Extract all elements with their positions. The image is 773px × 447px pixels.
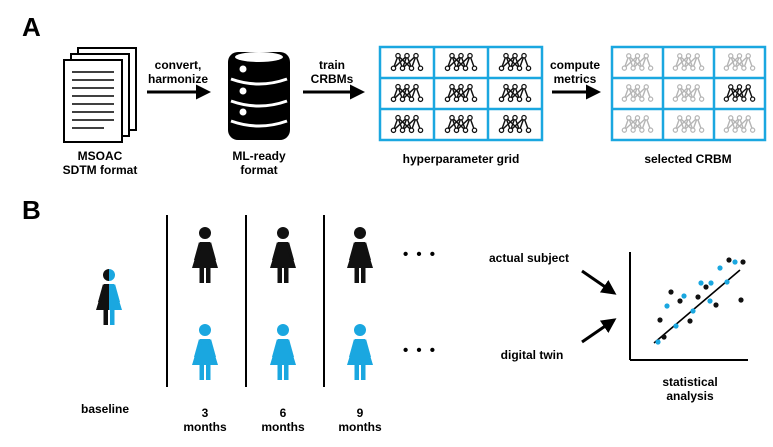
actual-subject-person-icon	[270, 227, 296, 283]
actual-point	[687, 318, 693, 324]
train-step-label: train CRBMs	[310, 58, 354, 86]
twin-point	[707, 298, 713, 304]
twin-point	[724, 279, 730, 285]
actual-point	[740, 259, 746, 265]
twin-point	[698, 280, 704, 286]
arrow-actual-subject	[581, 269, 617, 295]
sources-label: MSOAC SDTM format	[62, 149, 138, 177]
twin-point	[690, 308, 696, 314]
scatter-plot	[629, 252, 748, 361]
baseline-person-icon	[96, 269, 122, 325]
actual-point	[726, 257, 732, 263]
actual-point	[677, 298, 683, 304]
selected-crbm-grid	[610, 45, 767, 142]
timepoint-label: 3 months	[183, 406, 227, 434]
panel-b-letter: B	[22, 195, 41, 225]
digital-twin-person-icon	[192, 324, 218, 380]
actual-subject-person-icon	[192, 227, 218, 283]
selected-crbm-label: selected CRBM	[644, 152, 732, 166]
actual-point	[657, 317, 663, 323]
twin-point	[673, 323, 679, 329]
ellipsis-top: • • •	[402, 246, 438, 263]
twin-point	[655, 339, 661, 345]
actual-point	[713, 302, 719, 308]
grid-label: hyperparameter grid	[402, 152, 520, 166]
timepoint-label: 6 months	[261, 406, 305, 434]
actual-point	[661, 334, 667, 340]
twin-point	[708, 280, 714, 286]
twin-point	[681, 293, 687, 299]
twin-point	[717, 265, 723, 271]
arrow-digital-twin	[581, 318, 617, 344]
ellipsis-bottom: • • •	[402, 342, 438, 359]
convert-step-label: convert, harmonize	[147, 58, 208, 86]
statistical-analysis-label: statistical analysis	[662, 375, 718, 403]
document-stack-icon	[63, 47, 137, 143]
hyperparameter-grid	[378, 45, 544, 142]
database-icon	[228, 52, 290, 140]
database-label: ML-ready format	[232, 149, 286, 177]
twin-point	[664, 303, 670, 309]
actual-point	[703, 284, 709, 290]
compute-step-label: compute metrics	[549, 58, 600, 86]
digital-twin-person-icon	[347, 324, 373, 380]
digital-twin-label: digital twin	[500, 348, 564, 362]
baseline-label: baseline	[80, 402, 130, 416]
twin-point	[732, 259, 738, 265]
timepoint-label: 9 months	[338, 406, 382, 434]
actual-point	[738, 297, 744, 303]
actual-point	[695, 294, 701, 300]
panel-a-letter: A	[22, 12, 41, 42]
digital-twin-person-icon	[270, 324, 296, 380]
actual-subject-person-icon	[347, 227, 373, 283]
actual-subject-label: actual subject	[488, 251, 570, 265]
actual-point	[668, 289, 674, 295]
